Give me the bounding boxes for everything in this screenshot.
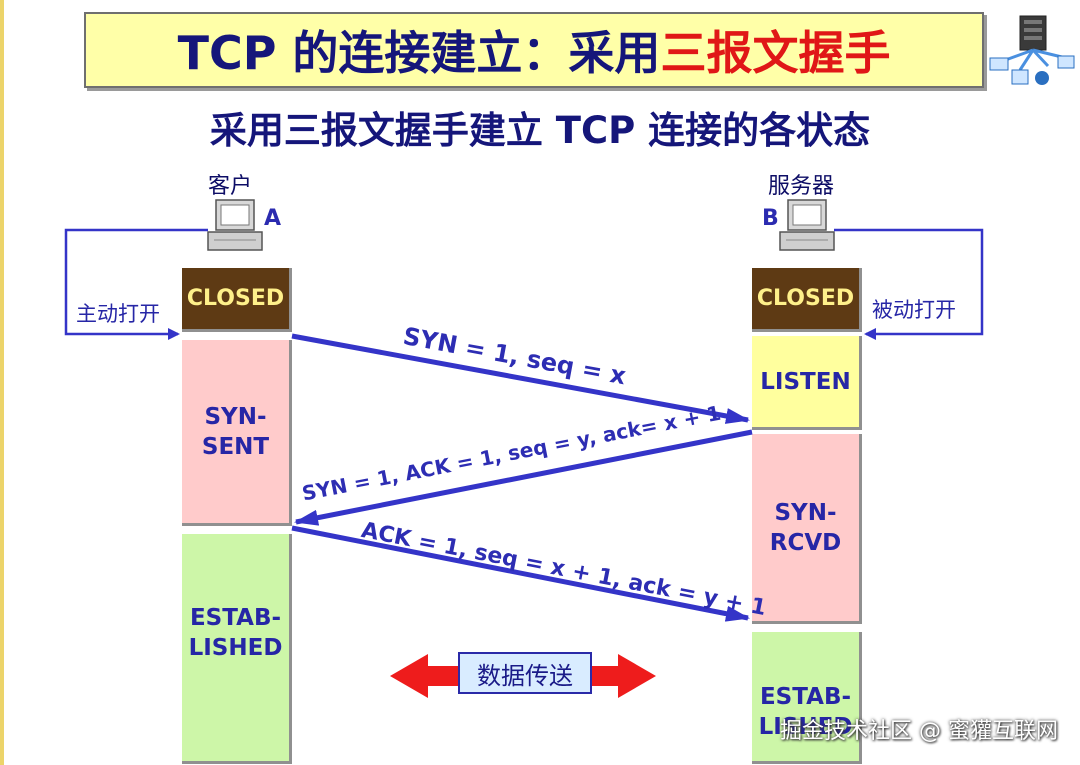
active-open-loop <box>64 228 208 340</box>
server-state-listen: LISTEN <box>752 336 862 430</box>
server-state-established: ESTAB- LISHED <box>752 632 862 764</box>
data-transfer-label: 数据传送 <box>458 652 592 694</box>
watermark: 掘金技术社区 @ 蜜獾互联网 <box>780 719 1058 744</box>
server-letter: B <box>762 206 779 231</box>
active-open-label: 主动打开 <box>76 302 160 326</box>
client-role-label: 客户 <box>208 174 253 199</box>
title-highlight: 三报文握手 <box>660 26 891 80</box>
server-role-label: 服务器 <box>768 174 835 199</box>
title-prefix: TCP 的连接建立：采用 <box>177 26 661 80</box>
passive-open-loop <box>834 228 984 340</box>
server-state-syn-rcvd: SYN- RCVD <box>752 434 862 624</box>
passive-open-label: 被动打开 <box>872 298 956 322</box>
syn-arrow <box>291 333 750 424</box>
left-edge-rule <box>0 0 4 765</box>
client-computer-icon <box>207 199 263 251</box>
client-state-syn-sent: SYN- SENT <box>182 340 292 526</box>
client-state-closed: CLOSED <box>182 268 292 332</box>
server-computer-icon <box>779 199 835 251</box>
data-transfer-arrow <box>390 654 656 698</box>
title-banner: TCP 的连接建立：采用三报文握手 <box>84 12 984 88</box>
server-state-closed: CLOSED <box>752 268 862 332</box>
client-state-established: ESTAB- LISHED <box>182 534 292 764</box>
server-network-icon <box>989 15 1075 85</box>
syn-ack-arrow <box>294 429 753 526</box>
client-letter: A <box>264 206 282 231</box>
subtitle: 采用三报文握手建立 TCP 连接的各状态 <box>209 109 871 152</box>
ack-arrow <box>291 525 750 622</box>
